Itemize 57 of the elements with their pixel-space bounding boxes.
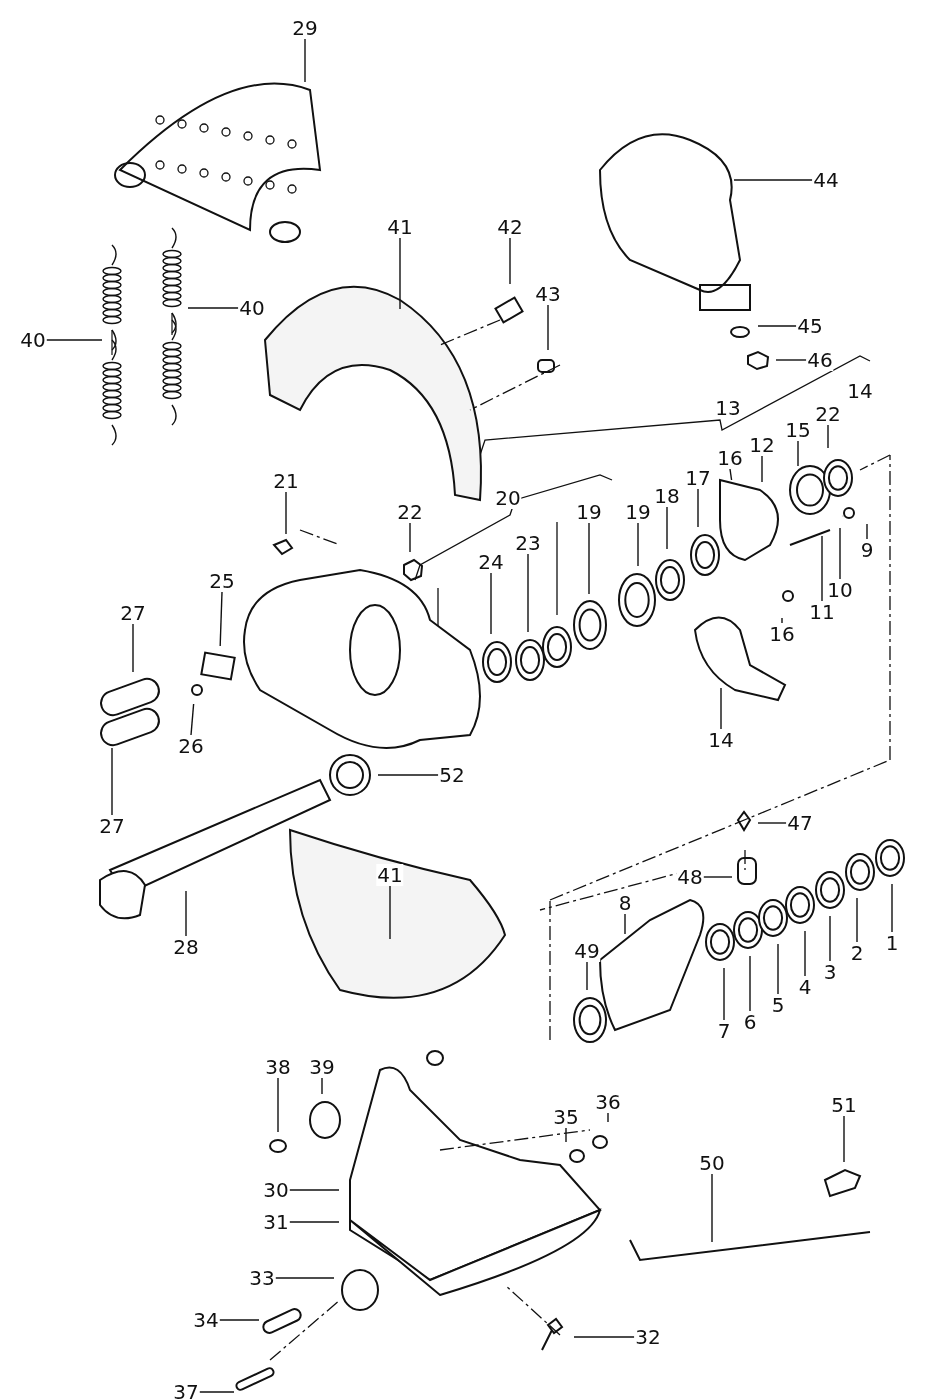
leader-line: [804, 930, 806, 977]
leader-line: [321, 1077, 323, 1095]
leader-line: [289, 1189, 340, 1191]
leader-line: [490, 572, 492, 635]
leader-line: [761, 455, 763, 483]
leader-line: [775, 359, 807, 361]
leader-line: [839, 527, 841, 580]
leader-line: [733, 179, 813, 181]
leader-line: [527, 553, 529, 633]
leader-line: [565, 1127, 567, 1143]
leader-line: [285, 491, 287, 535]
leader-line: [219, 1319, 260, 1321]
leader-line: [749, 955, 751, 1012]
leader-line: [190, 703, 195, 736]
leader-line: [389, 885, 391, 940]
leader-line: [547, 304, 549, 351]
leader-line: [289, 1221, 340, 1223]
leader-line: [399, 237, 401, 310]
leader-line: [666, 506, 668, 550]
leader-line: [304, 38, 306, 83]
leader-line: [797, 440, 799, 467]
leader-line: [827, 424, 829, 449]
leader-line: [187, 307, 239, 309]
leader-line: [856, 897, 858, 943]
leader-line: [509, 237, 511, 285]
leader-line: [588, 522, 590, 595]
leader-line: [586, 961, 588, 991]
leader-line: [829, 915, 831, 962]
leader-line: [624, 913, 626, 935]
leader-line: [723, 967, 725, 1021]
leader-line: [277, 1077, 279, 1133]
leader-line: [573, 1336, 635, 1338]
leader-line: [409, 522, 411, 553]
leader-line: [777, 943, 779, 995]
leader-line: [781, 617, 783, 624]
leader-line: [185, 890, 187, 937]
leader-line: [219, 591, 223, 647]
leader-line: [697, 488, 699, 528]
leader-line: [891, 883, 893, 933]
leader-line: [866, 523, 868, 540]
leader-line: [757, 822, 787, 824]
leader-line: [46, 339, 103, 341]
leader-line: [132, 623, 134, 673]
leader-line: [711, 1173, 713, 1243]
callout-number: 41: [376, 864, 404, 886]
leader-line: [843, 1115, 845, 1163]
leader-line: [275, 1277, 335, 1279]
leader-line: [607, 1112, 609, 1123]
leader-line: [703, 876, 733, 878]
leader-line: [821, 535, 823, 602]
leader-line: [199, 1391, 235, 1393]
leader-line: [637, 522, 639, 567]
leader-line: [729, 468, 733, 481]
leader-line: [757, 325, 797, 327]
leader-line: [377, 774, 439, 776]
leader-line: [111, 747, 113, 816]
leader-line: [720, 687, 722, 730]
